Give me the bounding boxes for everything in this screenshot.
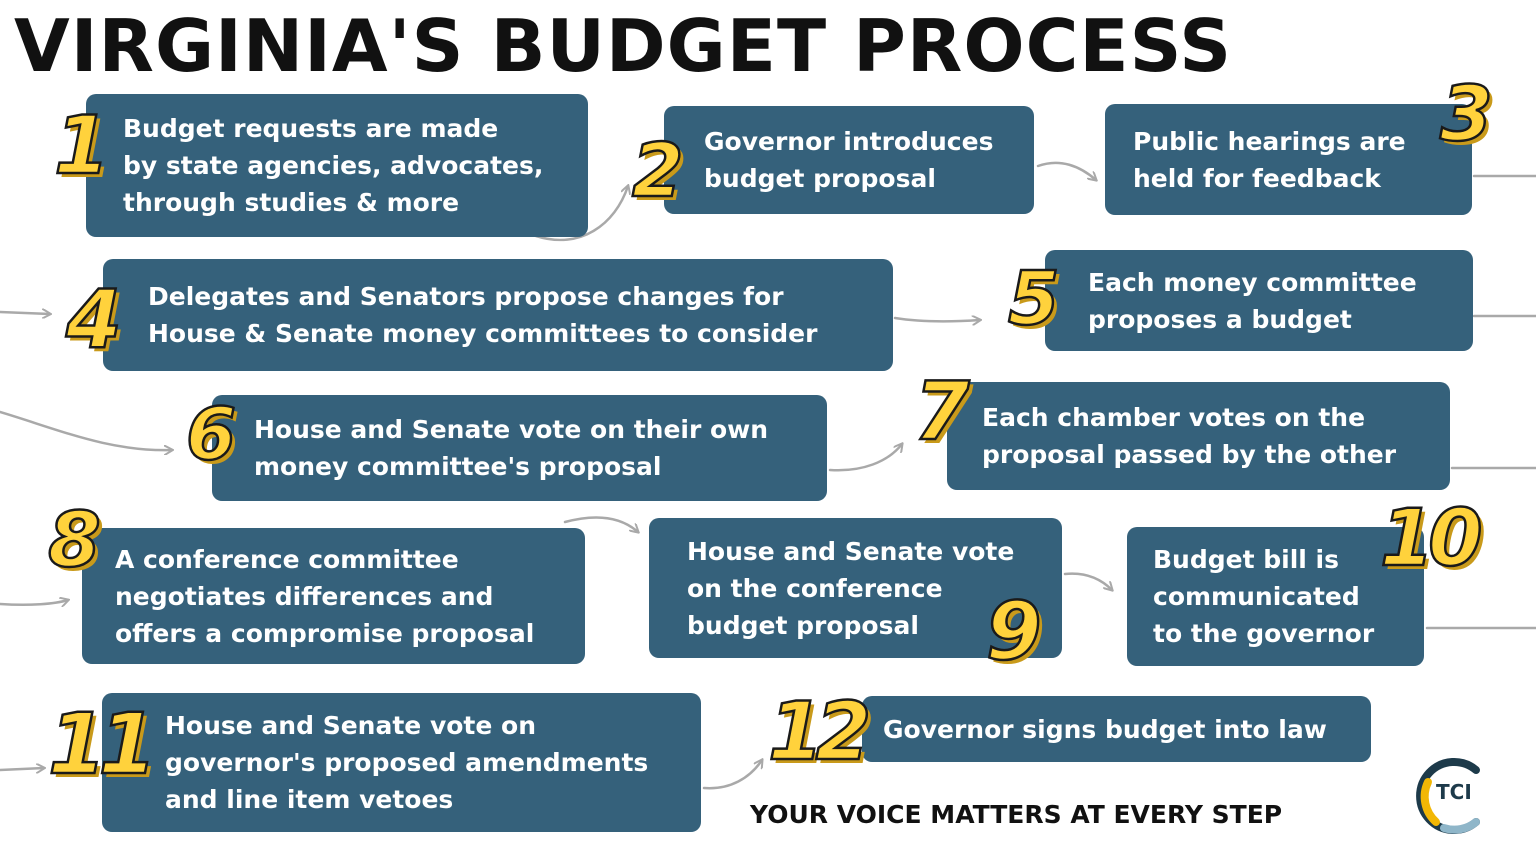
step-5-text: Each money committee proposes a budget [1088,267,1417,334]
step-6-text: House and Senate vote on their own money… [254,415,769,481]
step-1-text: Budget requests are made by state agenci… [123,114,544,217]
step-7-number: 7 [913,365,971,458]
step-1-box: Budget requests are made by state agenci… [86,94,588,237]
step-6-number: 6 [185,392,238,476]
step-9-box: House and Senate vote on the conference … [649,518,1062,658]
step-1-number: 1 [53,99,111,192]
step-10-number: 10 [1379,494,1484,584]
step-8-text: A conference committee negotiates differ… [115,544,535,648]
step-5-number: 5 [1007,256,1061,342]
step-3-number: 3 [1439,69,1494,158]
step-8-box: A conference committee negotiates differ… [82,528,585,664]
step-9-number: 9 [985,585,1043,678]
step-7-text: Each chamber votes on the proposal passe… [982,403,1397,469]
tci-logo-text: TCI [1436,780,1472,804]
step-12-box: Governor signs budget into law [862,696,1371,762]
step-5-box: Each money committee proposes a budget [1045,250,1473,351]
step-11-text: House and Senate vote on governor's prop… [165,711,649,814]
step-12-text: Governor signs budget into law [883,714,1327,744]
step-9-text: House and Senate vote on the conference … [687,536,1015,640]
step-2-text: Governor introduces budget proposal [704,127,994,193]
step-2-number: 2 [631,128,685,214]
step-4-text: Delegates and Senators propose changes f… [148,282,818,348]
step-10-text: Budget bill is communicated to the gover… [1153,545,1375,648]
step-6-box: House and Senate vote on their own money… [212,395,827,501]
step-8-number: 8 [47,495,102,584]
step-4-box: Delegates and Senators propose changes f… [103,259,893,371]
step-11-number: 11 [47,695,158,793]
step-3-box: Public hearings are held for feedback [1105,104,1472,215]
step-11-box: House and Senate vote on governor's prop… [102,693,701,832]
tci-logo [1416,758,1480,834]
page-title: VIRGINIA'S BUDGET PROCESS [14,4,1233,88]
step-10-box: Budget bill is communicated to the gover… [1127,527,1424,666]
step-3-text: Public hearings are held for feedback [1133,126,1406,193]
step-2-box: Governor introduces budget proposal [664,106,1034,214]
step-12-number: 12 [767,685,873,778]
step-7-box: Each chamber votes on the proposal passe… [947,382,1450,490]
footer-tagline: YOUR VOICE MATTERS AT EVERY STEP [750,800,1283,829]
step-4-number: 4 [65,273,123,366]
